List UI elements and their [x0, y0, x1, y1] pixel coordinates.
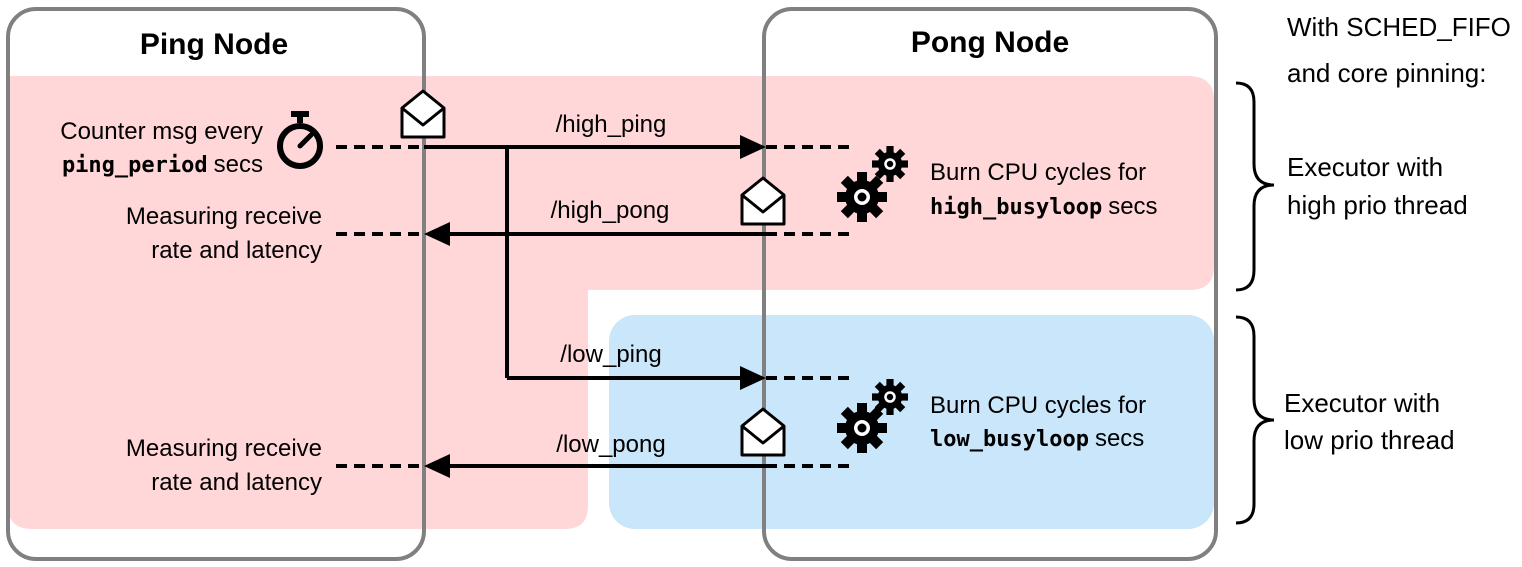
ping-node-box	[6, 7, 426, 561]
high-ping-arrowhead	[740, 135, 766, 159]
burn-low-line1: Burn CPU cycles for	[930, 392, 1146, 419]
burn-high-line1: Burn CPU cycles for	[930, 159, 1146, 186]
executor-low-line2: low prio thread	[1284, 425, 1455, 455]
burn-high-suffix: secs	[1108, 193, 1157, 220]
burn-low-suffix: secs	[1095, 425, 1144, 452]
measure-low-line1: Measuring receive	[126, 435, 322, 462]
measure-high-line1: Measuring receive	[126, 203, 322, 230]
low-busyloop-var: low_busyloop	[930, 427, 1089, 452]
topic-low-pong: /low_pong	[556, 431, 665, 458]
counter-label: Counter msg every	[60, 118, 263, 145]
ping-node-title: Ping Node	[140, 28, 288, 61]
dashed-connectors	[336, 145, 854, 468]
pong-node-title: Pong Node	[911, 26, 1069, 59]
executor-high-line2: high prio thread	[1287, 190, 1468, 220]
topic-high-ping: /high_ping	[556, 111, 667, 138]
measure-high-line2: rate and latency	[151, 237, 322, 264]
stopwatch-icon	[277, 111, 323, 169]
executor-high-line1: Executor with	[1287, 152, 1443, 182]
sched-header-line1: With SCHED_FIFO	[1287, 12, 1511, 42]
pong-node-box	[762, 7, 1218, 561]
topic-arrows	[424, 145, 766, 468]
high-prio-region	[8, 76, 1214, 529]
topic-high-pong: /high_pong	[551, 197, 670, 224]
counter-suffix: secs	[214, 151, 263, 178]
executor-low-line1: Executor with	[1284, 388, 1440, 418]
high-pong-arrowhead	[424, 222, 450, 246]
low-pong-arrowhead	[424, 454, 450, 478]
low-prio-region	[609, 315, 1214, 529]
high-busyloop-var: high_busyloop	[930, 195, 1102, 220]
ping-period-var: ping_period	[62, 153, 208, 178]
arrow-heads	[424, 135, 766, 478]
high-prio-brace	[1235, 81, 1275, 292]
low-prio-brace	[1235, 315, 1275, 525]
measure-low-line2: rate and latency	[151, 469, 322, 496]
topic-low-ping: /low_ping	[560, 341, 661, 368]
sched-header-line2: and core pinning:	[1287, 58, 1486, 88]
low-ping-arrowhead	[740, 366, 766, 390]
